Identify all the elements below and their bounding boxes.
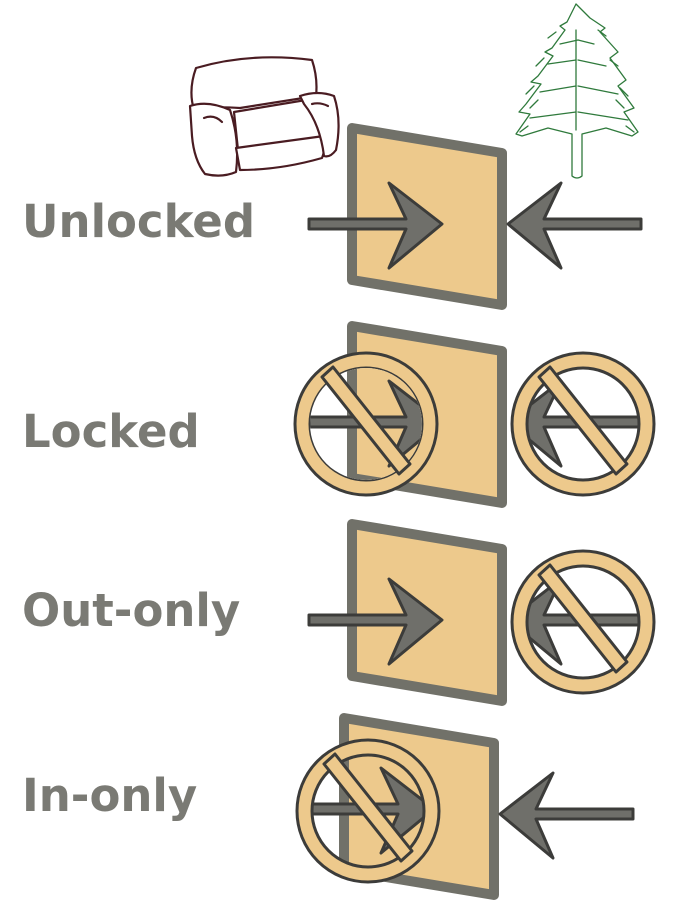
sofa-icon: [188, 56, 340, 177]
row-locked: [293, 326, 656, 503]
mode-label-unlocked: Unlocked: [22, 195, 256, 248]
outward-blocked: [293, 351, 439, 497]
mode-label-locked: Locked: [22, 405, 200, 458]
inward-blocked: [510, 549, 656, 695]
mode-label-in-only: In-only: [22, 769, 198, 822]
row-unlocked: [307, 128, 643, 305]
pine-tree-icon: [515, 3, 639, 179]
row-in-only: [295, 718, 635, 895]
mode-label-out-only: Out-only: [22, 584, 241, 637]
inward-arrow-icon: [506, 181, 643, 270]
inward-blocked: [510, 351, 656, 497]
row-out-only: [307, 524, 656, 701]
outward-blocked: [295, 738, 441, 884]
inward-arrow-icon: [498, 771, 635, 860]
